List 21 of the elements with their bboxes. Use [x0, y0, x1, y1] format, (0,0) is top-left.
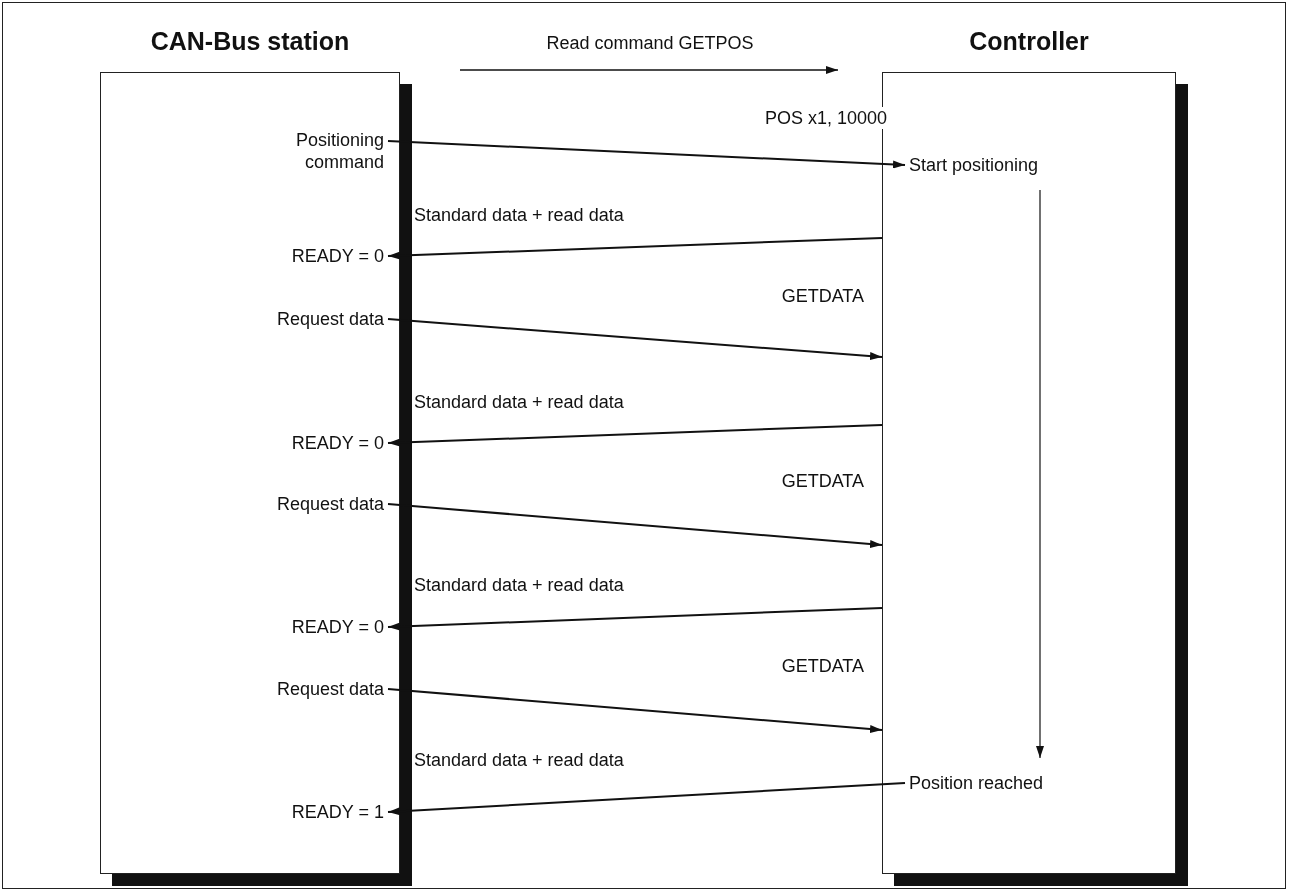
message-arrow [387, 503, 883, 548]
message-arrow [387, 688, 883, 733]
message-arrow [387, 424, 883, 447]
message-text: READY = 0 [291, 616, 384, 638]
participant-heading: Controller [968, 26, 1090, 56]
message-arrow [387, 607, 883, 631]
message-text: Request data [276, 493, 384, 515]
message-text: Positioning command [214, 129, 384, 173]
participant-heading: CAN-Bus station [149, 26, 351, 56]
message-arrow [1036, 189, 1044, 759]
message-text: Position reached [909, 772, 1044, 794]
message-arrow [387, 237, 883, 260]
message-text: Start positioning [909, 154, 1039, 176]
message-arrow [387, 140, 906, 169]
message-arrow [387, 318, 883, 361]
message-arrow [387, 782, 906, 816]
message-text: Request data [276, 678, 384, 700]
message-text: Request data [276, 308, 384, 330]
message-text: READY = 0 [291, 432, 384, 454]
message-text: READY = 1 [291, 801, 384, 823]
message-text: READY = 0 [291, 245, 384, 267]
